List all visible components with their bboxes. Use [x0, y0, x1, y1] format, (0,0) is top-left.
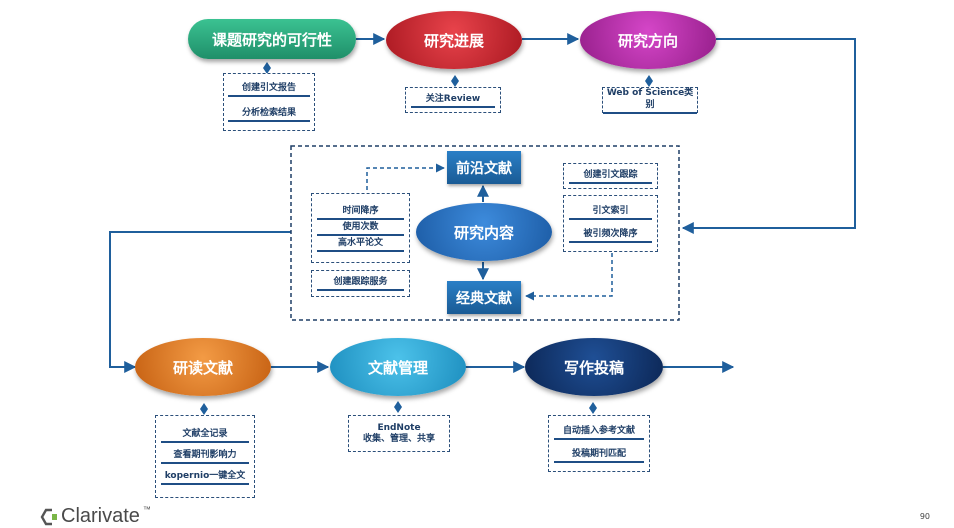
- brand-name: Clarivate: [61, 505, 140, 527]
- write-note: 自动插入参考文献 投稿期刊匹配: [548, 415, 650, 472]
- feasibility-note: 创建引文报告 分析检索结果: [223, 73, 315, 131]
- note-item: 创建引文报告: [228, 82, 310, 97]
- classic-literature-box: 经典文献: [447, 281, 521, 314]
- note-item: 投稿期刊匹配: [554, 448, 644, 463]
- note-item: 使用次数: [316, 221, 405, 236]
- note-item: 关注Review: [410, 93, 496, 108]
- note-item: 创建引文跟踪: [568, 169, 653, 184]
- writing-submission-node: 写作投稿: [525, 338, 663, 396]
- endnote-description: 收集、管理、共享: [362, 433, 435, 444]
- note-item: 时间降序: [316, 205, 405, 220]
- note-item: 自动插入参考文献: [554, 425, 644, 440]
- page-number: 90: [919, 512, 930, 521]
- read-literature-node: 研读文献: [135, 338, 271, 396]
- research-content-node: 研究内容: [416, 203, 552, 261]
- note-item: 高水平论文: [316, 237, 405, 252]
- note-item: kopernio一键全文: [160, 470, 250, 485]
- frontier-literature-box: 前沿文献: [447, 151, 521, 184]
- trademark: ™: [142, 505, 151, 514]
- literature-management-node: 文献管理: [330, 338, 466, 396]
- tracking-service-note: 创建跟踪服务: [311, 270, 410, 297]
- endnote-label: EndNote: [377, 422, 421, 433]
- citation-tracking-note: 创建引文跟踪: [563, 163, 658, 189]
- clarivate-mark-icon: [40, 508, 57, 525]
- note-item: 分析检索结果: [228, 107, 310, 122]
- sort-options-note: 时间降序 使用次数 高水平论文: [311, 193, 410, 263]
- direction-note: Web of Science类别: [602, 87, 698, 114]
- endnote-note: EndNote 收集、管理、共享: [348, 415, 450, 452]
- note-item: 被引频次降序: [568, 228, 653, 243]
- progress-note: 关注Review: [405, 87, 501, 113]
- direction-node: 研究方向: [580, 11, 716, 69]
- citation-index-note: 引文索引 被引频次降序: [563, 195, 658, 252]
- feasibility-node: 课题研究的可行性: [188, 19, 356, 59]
- note-item: 引文索引: [568, 205, 653, 220]
- note-item: Web of Science类别: [603, 87, 697, 114]
- note-item: 文献全记录: [160, 428, 250, 443]
- note-item: 查看期刊影响力: [160, 449, 250, 464]
- read-note: 文献全记录 查看期刊影响力 kopernio一键全文: [155, 415, 255, 498]
- note-item: 创建跟踪服务: [316, 276, 405, 291]
- progress-node: 研究进展: [386, 11, 522, 69]
